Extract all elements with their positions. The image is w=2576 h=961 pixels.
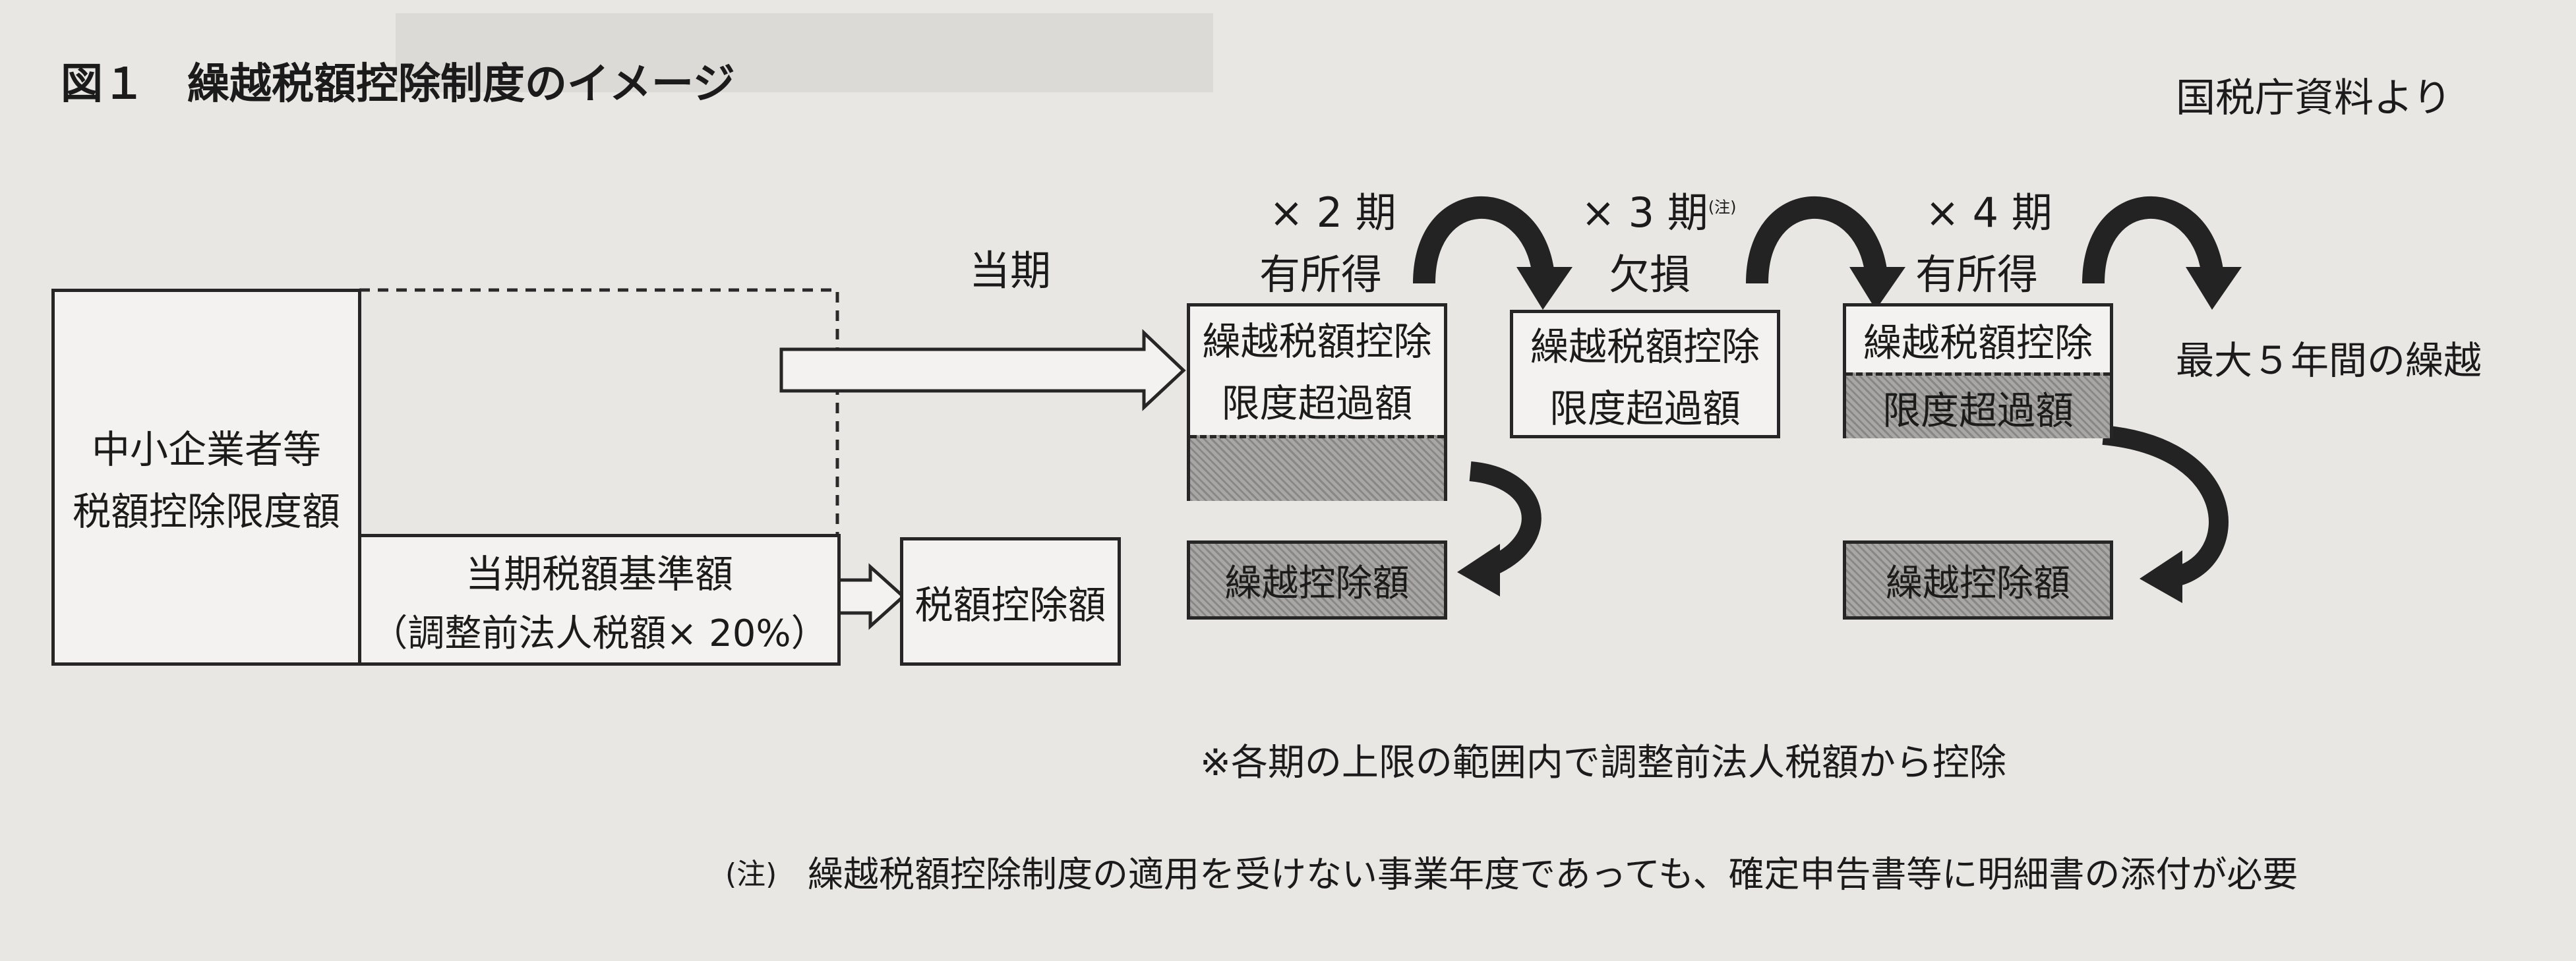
footnote-main: ※各期の上限の範囲内で調整前法人税額から控除 — [1200, 742, 2006, 784]
period2-excess-label: 繰越税額控除 限度超過額 — [1187, 303, 1447, 435]
period4-carry-box: 繰越控除額 — [1843, 540, 2113, 620]
source-note: 国税庁資料より — [2176, 75, 2452, 121]
period3-multiplier-text: × 3 期 — [1581, 189, 1708, 237]
current-period-label: 当期 — [969, 247, 1052, 295]
curve-arrow-p4-down — [2102, 425, 2229, 587]
period2-excess-line1: 繰越税額控除 — [1202, 319, 1432, 364]
period2-status: 有所得 — [1259, 250, 1383, 299]
tax-credit-label: 税額控除額 — [914, 582, 1106, 627]
period4-excess-bottom: 限度超過額 — [1846, 372, 2110, 438]
bleed-block — [396, 13, 1213, 92]
credit-limit-label: 中小企業者等 税額控除限度額 — [51, 289, 361, 666]
base-tax-label: 当期税額基準額 （調整前法人税額× 20%） — [358, 534, 841, 666]
period4-excess-top: 繰越税額控除 — [1846, 306, 2110, 372]
tax-credit-box: 税額控除額 — [900, 537, 1121, 666]
period3-note-mark: (注) — [1708, 198, 1737, 217]
period3-status: 欠損 — [1609, 250, 1691, 299]
period4-carry-label: 繰越控除額 — [1886, 562, 2070, 605]
curve-arrow-p2-down — [1469, 461, 1542, 576]
curve-arrow-p2-p3 — [1413, 196, 1554, 284]
max-carry-label: 最大５年間の繰越 — [2176, 338, 2482, 383]
period2-multiplier: × 2 期 — [1269, 189, 1396, 237]
period2-carry-label: 繰越控除額 — [1224, 562, 1410, 605]
figure-title: 図１ 繰越税額控除制度のイメージ — [61, 60, 735, 109]
hollow-arrow-to-period2 — [779, 329, 1186, 411]
footnote-note: 繰越税額控除制度の適用を受けない事業年度であっても、確定申告書等に明細書の添付が… — [808, 854, 2298, 895]
credit-limit-line2: 税額控除限度額 — [72, 489, 340, 534]
period4-multiplier: × 4 期 — [1925, 189, 2052, 237]
period2-used-portion — [1190, 435, 1444, 501]
period3-excess-box: 繰越税額控除 限度超過額 — [1510, 310, 1780, 438]
dashed-outline — [359, 288, 839, 534]
base-tax-line2: （調整前法人税額× 20%） — [371, 612, 828, 655]
period4-status: 有所得 — [1915, 250, 2039, 299]
base-tax-line1: 当期税額基準額 — [465, 551, 733, 597]
period4-excess-line1: 繰越税額控除 — [1863, 320, 2093, 365]
period3-excess-line2: 限度超過額 — [1549, 386, 1741, 431]
credit-limit-box — [51, 289, 361, 666]
curve-arrow-p3-p4 — [1746, 196, 1887, 284]
period3-excess-line1: 繰越税額控除 — [1530, 324, 1760, 369]
period2-excess-line2: 限度超過額 — [1221, 381, 1413, 426]
footnote-note-mark: (注) — [725, 858, 777, 891]
period2-carry-box: 繰越控除額 — [1187, 540, 1447, 620]
credit-limit-line1: 中小企業者等 — [91, 427, 321, 472]
period3-multiplier: × 3 期(注) — [1581, 179, 1737, 239]
period4-excess-line2: 限度超過額 — [1882, 388, 2074, 433]
base-tax-box — [358, 534, 841, 666]
curve-arrow-p4-max — [2082, 196, 2223, 284]
